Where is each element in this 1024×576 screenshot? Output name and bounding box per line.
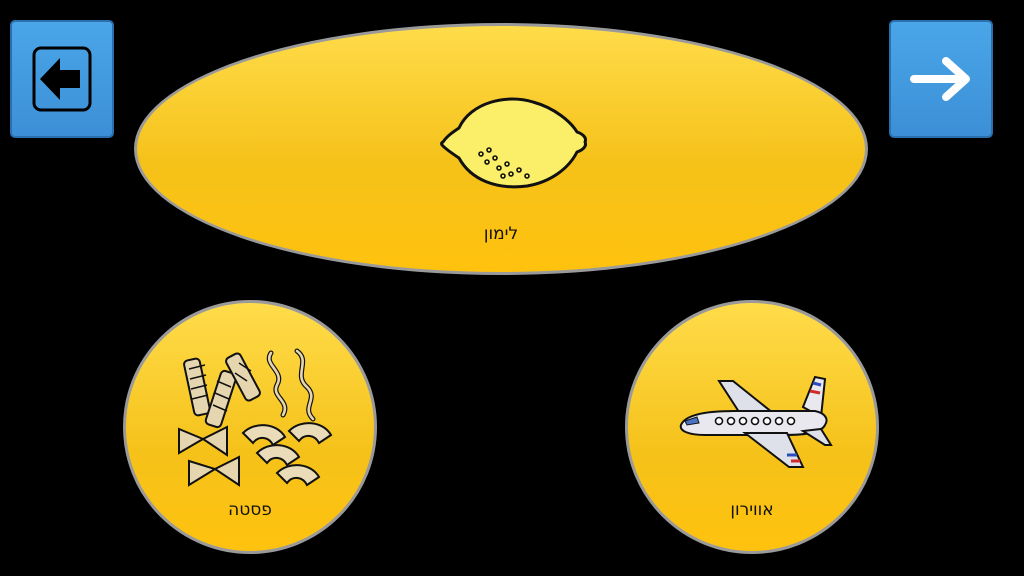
back-button[interactable] [10, 20, 114, 138]
choice-pasta-label: פסטה [228, 500, 272, 520]
choice-airplane-label: אווירון [730, 500, 774, 520]
lemon-icon [440, 97, 587, 189]
main-word-card[interactable]: לימון [134, 23, 868, 275]
pasta-icon [178, 348, 333, 487]
choice-pasta[interactable]: פסטה [123, 300, 377, 554]
choice-airplane[interactable]: אווירון [625, 300, 879, 554]
airplane-icon [679, 375, 833, 468]
left-arrow-icon [32, 46, 92, 112]
main-word-label: לימון [483, 224, 519, 244]
next-button[interactable] [889, 20, 993, 138]
right-arrow-icon [910, 57, 970, 101]
